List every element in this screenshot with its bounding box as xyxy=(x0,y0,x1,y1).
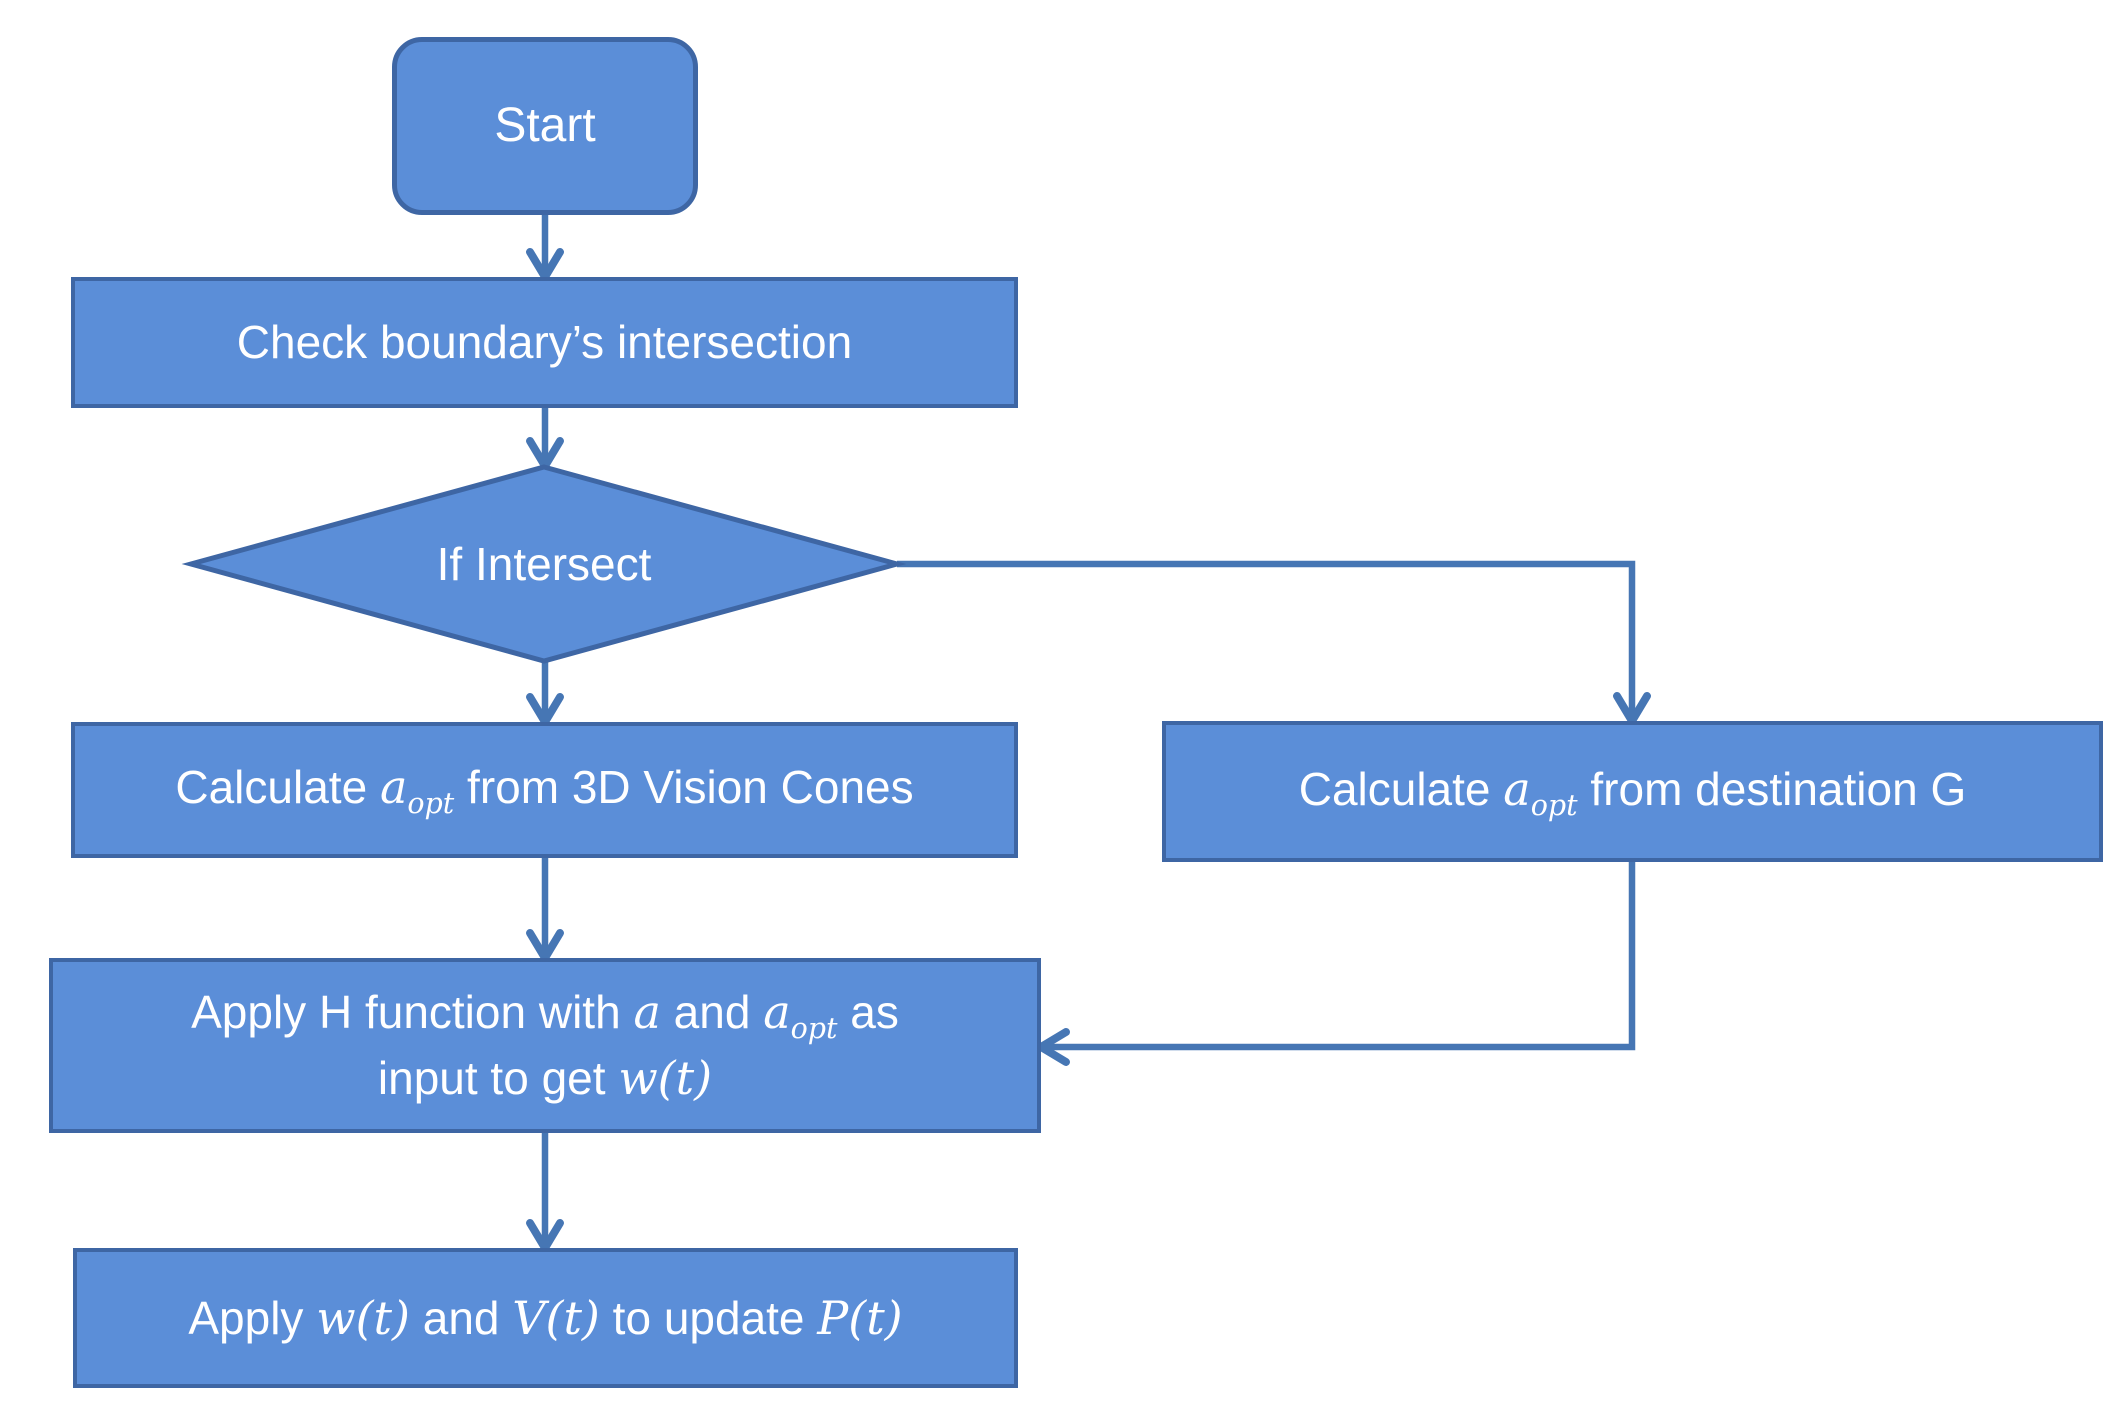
math-p-t: P(t) xyxy=(817,1290,903,1345)
math-w-t: w(t) xyxy=(618,1050,713,1105)
calc-destination-node: Calculate aopt from destination G xyxy=(1162,721,2103,862)
check-boundary-label: Check boundary’s intersection xyxy=(236,316,853,369)
apply-h-line2: input to get w(t) xyxy=(377,1050,713,1105)
math-sub-opt: opt xyxy=(790,1012,838,1046)
decision-diamond-shape xyxy=(181,464,907,664)
math-a-opt: a xyxy=(1503,761,1531,816)
decision-label: If Intersect xyxy=(436,538,652,590)
math-a-opt: a xyxy=(763,985,791,1040)
math-v-t: V(t) xyxy=(512,1290,600,1345)
arrow-calc-destination-to-apply-h xyxy=(1037,862,1636,1066)
check-boundary-node: Check boundary’s intersection xyxy=(71,277,1018,408)
update-position-node: Apply w(t) and V(t) to update P(t) xyxy=(73,1248,1018,1388)
math-a-opt: a xyxy=(379,760,408,815)
math-w-t: w(t) xyxy=(316,1290,410,1345)
decision-node: If Intersect xyxy=(294,534,794,594)
calc-vision-node: Calculate aopt from 3D Vision Cones xyxy=(71,722,1018,858)
calc-destination-label: Calculate aopt from destination G xyxy=(1298,761,1967,822)
start-label: Start xyxy=(494,99,596,153)
apply-h-line1: Apply H function with a and aopt as xyxy=(191,985,899,1046)
math-a: a xyxy=(633,985,661,1040)
math-sub-opt: opt xyxy=(407,787,455,821)
apply-h-node: Apply H function with a and aopt as inpu… xyxy=(49,958,1041,1133)
start-node: Start xyxy=(392,37,698,215)
update-position-label: Apply w(t) and V(t) to update P(t) xyxy=(188,1290,903,1345)
arrow-decision-to-calc-destination xyxy=(897,560,1651,725)
calc-vision-label: Calculate aopt from 3D Vision Cones xyxy=(175,760,914,821)
math-sub-opt: opt xyxy=(1530,788,1578,822)
